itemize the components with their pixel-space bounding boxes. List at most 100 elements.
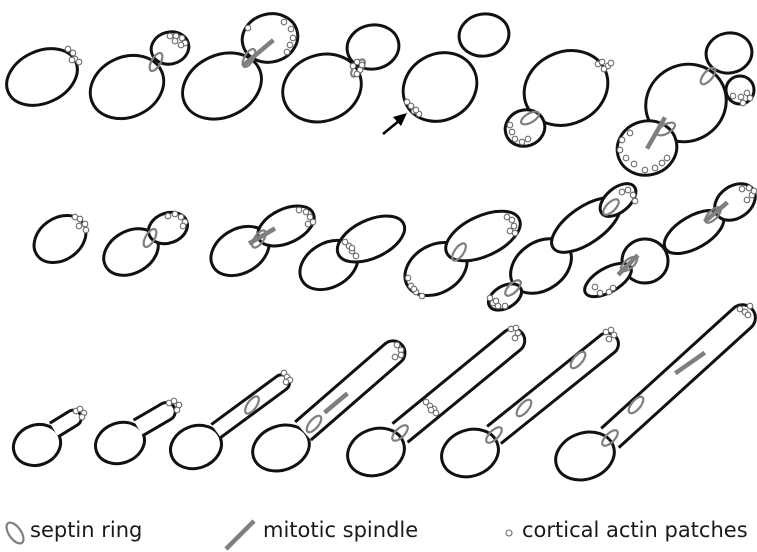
actin-patch [179, 222, 187, 230]
septin-ring [627, 395, 645, 415]
actin-patch [410, 285, 418, 293]
cell-outline [554, 430, 616, 482]
septin-ring [305, 414, 323, 434]
actin-patch [508, 128, 516, 136]
actin-patch [518, 138, 526, 146]
actin-patch [618, 188, 626, 196]
actin-patch [306, 213, 314, 221]
hyphal-tube-outline [391, 327, 527, 444]
actin-patch [743, 89, 751, 97]
septin-ring [515, 398, 533, 418]
actin-patch-layer [64, 18, 757, 421]
spindle-layer [241, 38, 729, 415]
septin-ring [569, 350, 587, 370]
actin-patch [750, 187, 757, 195]
actin-patch [607, 326, 615, 334]
mitotic-spindle [616, 253, 640, 277]
actin-patch [353, 70, 361, 78]
actin-patch [341, 238, 349, 246]
actin-patch [598, 58, 606, 66]
cell-outline [444, 209, 522, 263]
hyphal-tube-outline [294, 339, 407, 442]
cell-outline [346, 426, 406, 478]
actin-patch [81, 220, 89, 228]
cell-outline [181, 51, 263, 121]
actin-patch [624, 186, 632, 194]
actin-patch [737, 93, 745, 101]
cell-outline [704, 31, 754, 75]
actin-patch [739, 99, 747, 107]
actin-patch [178, 34, 186, 42]
septin-ring-icon [5, 521, 25, 545]
mitotic-spindle [247, 226, 277, 246]
actin-patch [607, 59, 615, 67]
septin-ring [504, 279, 522, 297]
septin-ring [451, 242, 467, 262]
actin-patch [166, 32, 174, 40]
actin-patch [663, 154, 671, 162]
septin-ring [519, 110, 541, 126]
actin-patch [729, 92, 737, 100]
actin-patch [510, 222, 518, 230]
septin-ring [601, 429, 619, 447]
actin-patch [511, 229, 519, 237]
septin-ring [391, 424, 409, 442]
actin-patch [658, 159, 666, 167]
actin-patch [393, 341, 401, 349]
actin-patch [501, 302, 509, 310]
actin-patch-icon [505, 529, 513, 537]
actin-patch [244, 24, 252, 32]
cell-outline [620, 237, 670, 285]
actin-patch [432, 409, 440, 417]
actin-patch [171, 210, 179, 218]
mitotic-spindle [645, 116, 667, 150]
cell-outline [5, 47, 79, 107]
actin-patch [746, 94, 754, 102]
mitotic-spindle [323, 391, 349, 415]
actin-patch [622, 154, 630, 162]
actin-patch [486, 294, 494, 302]
actin-patch [280, 18, 288, 26]
actin-patch [591, 283, 599, 291]
cell-layer [5, 12, 757, 482]
actin-patch [75, 222, 83, 230]
actin-patch [171, 37, 179, 45]
legend-septin-ring-label: septin ring [30, 518, 143, 542]
septin-ring [251, 229, 267, 249]
actin-patch [403, 98, 411, 106]
actin-patch [68, 56, 76, 64]
actin-patch [422, 398, 430, 406]
actin-patch [503, 213, 511, 221]
actin-patch [287, 25, 295, 33]
actin-patch [746, 302, 754, 310]
cell-outline [169, 423, 223, 471]
actin-patch [738, 185, 746, 193]
actin-patch [743, 196, 751, 204]
actin-patch [78, 413, 86, 421]
septin-ring [699, 66, 717, 86]
actin-patch [418, 292, 426, 300]
legend-actin-patches-label: cortical actin patches [522, 518, 748, 542]
actin-patch [353, 58, 361, 66]
actin-patch [412, 106, 420, 114]
actin-patch [173, 406, 181, 414]
actin-patch [600, 65, 608, 73]
actin-patch [616, 146, 624, 154]
actin-patch [407, 102, 415, 110]
actin-patch [609, 284, 617, 292]
cell-outline [32, 213, 88, 265]
actin-patch [514, 329, 522, 337]
actin-patch [596, 289, 604, 297]
actin-patch [352, 252, 360, 260]
actin-patch [75, 58, 83, 66]
actin-patch [304, 220, 312, 228]
hyphal-tube-outline [132, 401, 177, 438]
septin-ring [142, 227, 158, 249]
mitotic-spindle-icon [224, 519, 256, 551]
actin-patch [626, 129, 634, 137]
actin-patch [391, 353, 399, 361]
actin-patch [397, 351, 405, 359]
arrow-icon [382, 113, 407, 135]
